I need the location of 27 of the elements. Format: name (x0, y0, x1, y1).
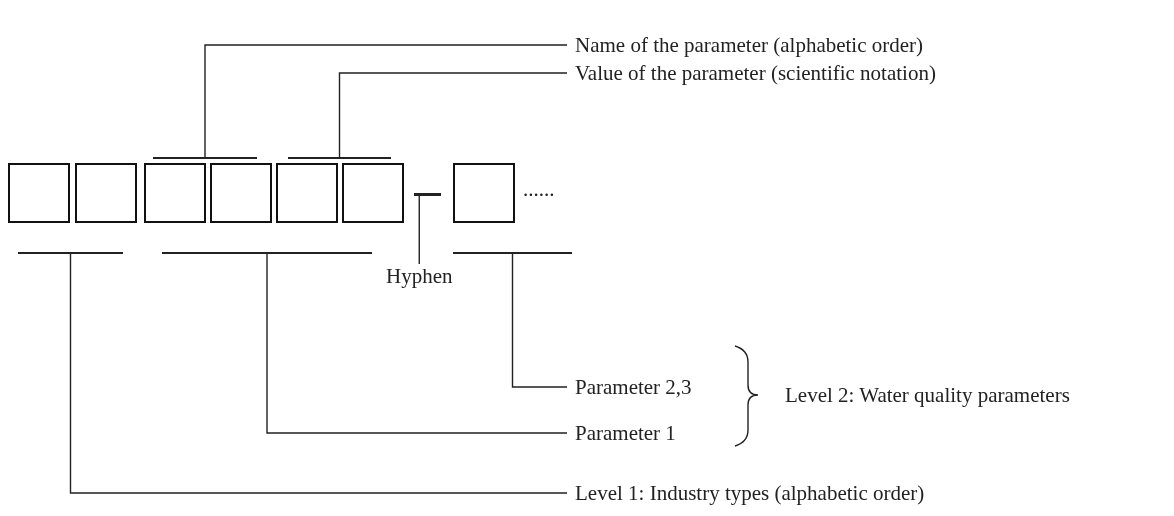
leader-line (511, 253, 568, 388)
leader-text: Value of the parameter (scientific notation) (575, 61, 936, 85)
bracket-line (288, 157, 391, 159)
leader-line (338, 72, 568, 158)
code-digit-box (144, 163, 206, 223)
leader-text: Level 1: Industry types (alphabetic order) (575, 481, 925, 505)
ellipsis-dots: ...... (523, 177, 555, 201)
group-label: Level 2: Water quality parameters (785, 383, 1070, 407)
leader-line (204, 44, 568, 158)
code-digit-box (210, 163, 272, 223)
leader-text: Parameter 1 (575, 421, 676, 445)
code-digit-box (8, 163, 70, 223)
leader-line (418, 195, 420, 265)
leader-text: Name of the parameter (alphabetic order) (575, 33, 924, 57)
hyphen-mark (414, 193, 441, 196)
leader-text: Hyphen (386, 264, 453, 288)
bracket-line (453, 252, 572, 254)
code-digit-box (453, 163, 515, 223)
code-digit-box (276, 163, 338, 223)
bracket-line (18, 252, 123, 254)
leader-text: Parameter 2,3 (575, 375, 692, 399)
leader-line (266, 253, 568, 434)
code-digit-box (342, 163, 404, 223)
bracket-line (153, 157, 257, 159)
bracket-line (162, 252, 372, 254)
code-digit-box (75, 163, 137, 223)
leader-line (69, 253, 568, 494)
